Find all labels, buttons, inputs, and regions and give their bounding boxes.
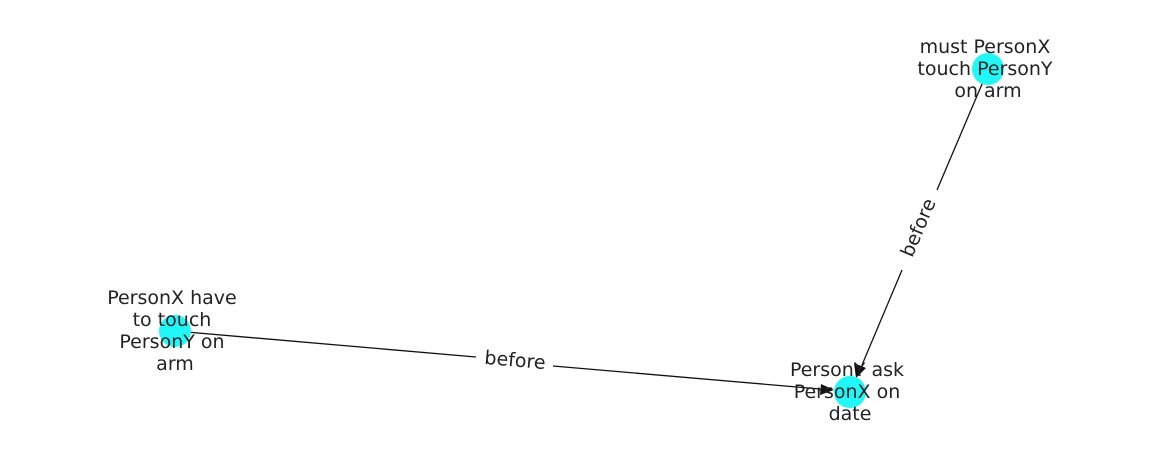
edges-layer: before before — [174, 69, 989, 395]
edge-line — [936, 69, 989, 191]
node-marker — [159, 315, 191, 347]
edge-e2: before — [174, 330, 834, 395]
edge-label: before — [484, 347, 547, 374]
node-must-personx-touch: must PersonX touch PersonY on arm — [917, 36, 1058, 102]
edge-label: before — [896, 195, 940, 260]
node-persony-ask-personx: PersonY ask PersonX on date — [790, 359, 910, 425]
edge-line — [861, 269, 903, 366]
node-marker — [834, 376, 866, 408]
edge-e1: before — [854, 69, 989, 378]
node-marker — [972, 53, 1004, 85]
nodes-layer: must PersonX touch PersonY on arm Person… — [107, 36, 1058, 425]
node-label: PersonY ask PersonX on date — [790, 359, 910, 425]
arrowhead — [820, 384, 834, 395]
node-label: must PersonX touch PersonY on arm — [917, 36, 1058, 102]
node-personx-have-to-touch: PersonX have to touch PersonY on arm — [107, 287, 243, 375]
edge-line — [174, 330, 477, 358]
arrowhead — [854, 363, 866, 378]
edge-line — [552, 365, 821, 390]
node-label: PersonX have to touch PersonY on arm — [107, 287, 243, 375]
